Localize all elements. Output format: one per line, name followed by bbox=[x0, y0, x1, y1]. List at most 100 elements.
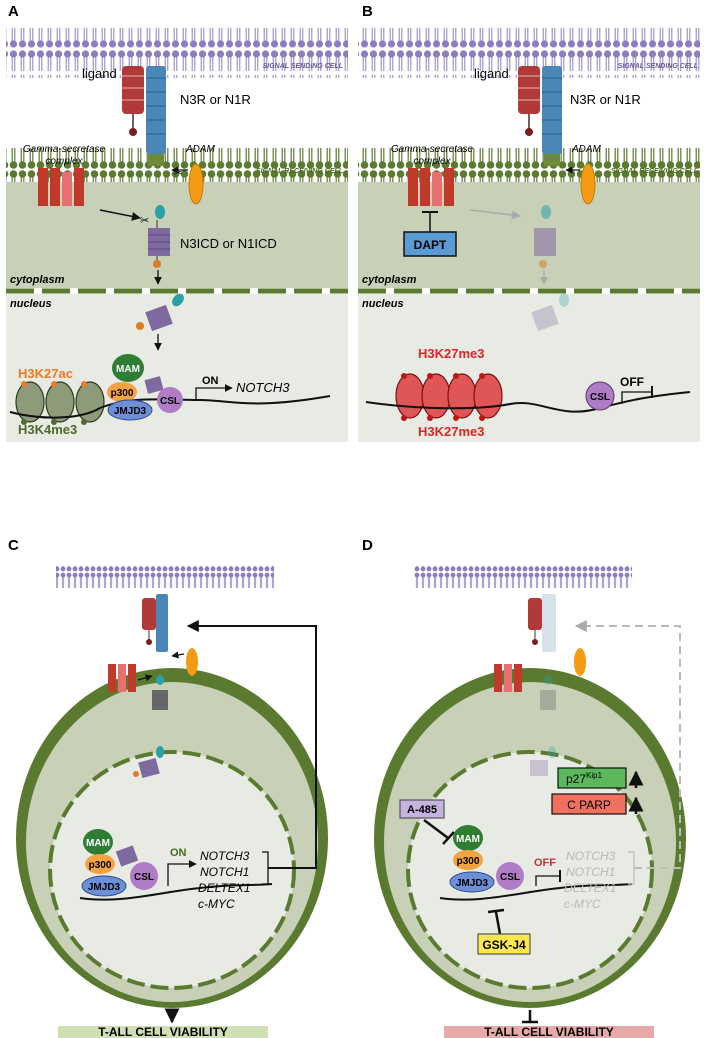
dapt-box bbox=[403, 231, 457, 257]
feedback-arrow-faded-d bbox=[574, 620, 681, 869]
off-line bbox=[621, 391, 652, 404]
icd-icon-faded bbox=[534, 205, 556, 268]
p300-icon bbox=[107, 382, 137, 402]
on-label-c: ON bbox=[170, 847, 187, 859]
cparp-box bbox=[551, 793, 627, 815]
on-arrow-c bbox=[167, 860, 197, 886]
receptor-label: N3R or N1R bbox=[180, 92, 251, 107]
icd-nuclear-icon-c bbox=[133, 746, 164, 779]
csl-icon bbox=[157, 387, 183, 413]
target-gene-d-0: NOTCH3 bbox=[566, 849, 616, 863]
ligand-icon bbox=[122, 66, 144, 136]
receiving-cell-label: SIGNAL RECEIVING CELL bbox=[256, 168, 343, 175]
p27-label: p27Kip1 bbox=[566, 771, 603, 786]
adam-label: ADAM bbox=[185, 144, 216, 155]
csl-icon-b bbox=[585, 381, 615, 411]
adam-icon-b bbox=[580, 163, 596, 205]
target-gene-d-1: NOTCH1 bbox=[566, 865, 615, 879]
target-gene-c-1: NOTCH1 bbox=[200, 865, 249, 879]
h3k27me3-label-bottom: H3K27me3 bbox=[418, 424, 485, 439]
icd-label: N3ICD or N1ICD bbox=[180, 236, 277, 251]
adam-icon-d bbox=[574, 648, 586, 676]
off-line-d bbox=[535, 875, 560, 886]
ligand-icon-d bbox=[528, 598, 542, 645]
icd-icon-c bbox=[152, 675, 168, 710]
mam-icon bbox=[112, 354, 144, 382]
nucleus-label: nucleus bbox=[10, 298, 52, 310]
csl-label: CSL bbox=[160, 396, 180, 407]
a485-inhibit-line bbox=[423, 819, 449, 839]
sending-membrane bbox=[6, 28, 348, 78]
feedback-arrow-c bbox=[186, 620, 317, 869]
on-label: ON bbox=[202, 375, 219, 387]
gamma-label-1: Gamma-secretase bbox=[23, 144, 106, 155]
gamma-secretase-icon bbox=[38, 168, 84, 206]
panel-b: B SIGNAL SENDING CELL SIGNAL RECEIVING C… bbox=[358, 3, 700, 442]
gskj4-inhibit-bar bbox=[487, 908, 505, 914]
sending-membrane-d bbox=[414, 566, 632, 588]
icd-icon-faded-d bbox=[540, 675, 556, 710]
p27-main-text: p27 bbox=[566, 772, 586, 786]
icd-nuclear-icon bbox=[136, 293, 184, 332]
gamma-label-2: complex bbox=[45, 156, 83, 167]
csl-label-d: CSL bbox=[500, 872, 520, 883]
gamma-label-1-b: Gamma-secretase bbox=[391, 144, 474, 155]
a485-inhibit-bar bbox=[442, 831, 455, 845]
receptor-icon-b bbox=[542, 66, 562, 166]
viability-box-c bbox=[58, 1026, 268, 1038]
p300-label-d: p300 bbox=[457, 856, 480, 867]
viability-box-d bbox=[444, 1026, 654, 1038]
panel-b-letter: B bbox=[362, 3, 373, 20]
viability-label-c: T-ALL CELL VIABILITY bbox=[98, 1025, 228, 1038]
adam-arrow-c bbox=[171, 651, 185, 659]
gamma-label-2-b: complex bbox=[413, 156, 451, 167]
h3k27ac-label: H3K27ac bbox=[18, 366, 73, 381]
jmjd3-label: JMJD3 bbox=[114, 406, 147, 417]
viability-label-d: T-ALL CELL VIABILITY bbox=[484, 1025, 614, 1038]
adam-icon bbox=[188, 163, 204, 205]
a485-label: A-485 bbox=[407, 804, 437, 816]
gskj4-inhibit-line bbox=[494, 911, 502, 935]
receiving-cell-label-b: SIGNAL RECEIVING CELL bbox=[611, 168, 698, 175]
p300-label: p300 bbox=[111, 388, 134, 399]
dna-strand-d bbox=[439, 883, 633, 901]
target-gene-d-2: DELTEX1 bbox=[564, 881, 616, 895]
mam-icon-c bbox=[83, 829, 113, 855]
csl-label-b: CSL bbox=[590, 392, 610, 403]
jmjd3-icon-c bbox=[81, 875, 127, 897]
jmjd3-icon-d bbox=[449, 871, 495, 893]
nucleus-label-b: nucleus bbox=[362, 298, 404, 310]
target-gene-c-3: c-MYC bbox=[198, 897, 235, 911]
p27-box bbox=[557, 767, 627, 789]
receptor-icon bbox=[146, 66, 166, 166]
dna-strand bbox=[9, 395, 331, 419]
h3k4me3-label: H3K4me3 bbox=[18, 422, 77, 437]
icd-complex-icon-c bbox=[115, 845, 139, 867]
gamma-secretase-icon-d bbox=[494, 664, 522, 692]
panel-a-letter: A bbox=[8, 3, 19, 20]
mam-label-c: MAM bbox=[86, 838, 110, 849]
dna-strand-c bbox=[79, 883, 273, 901]
panel-a: A SIGNAL SENDING CELL SIGNAL RECEIVING C… bbox=[6, 3, 348, 442]
mam-label: MAM bbox=[116, 364, 140, 375]
adam-icon-c bbox=[186, 648, 198, 676]
panel-d-letter: D bbox=[362, 537, 373, 554]
ligand-label: ligand bbox=[82, 66, 117, 81]
icd-nuclear-faded bbox=[531, 293, 569, 332]
nucleus-region-b bbox=[358, 294, 700, 442]
panel-d: D p27Kip1 C PARP A- bbox=[362, 537, 686, 1038]
gamma-arrow-c bbox=[137, 674, 153, 682]
cytoplasm-label: cytoplasm bbox=[10, 274, 65, 286]
p27-superscript: Kip1 bbox=[586, 771, 603, 780]
mam-icon-d bbox=[453, 825, 483, 851]
a485-box bbox=[399, 799, 445, 819]
scissors-icon-2: ✂ bbox=[140, 215, 149, 227]
dna-strand-b bbox=[365, 391, 691, 413]
jmjd3-icon bbox=[107, 399, 153, 421]
sending-cell-label-b: SIGNAL SENDING CELL bbox=[618, 63, 698, 70]
csl-label-c: CSL bbox=[134, 872, 154, 883]
p300-icon-c bbox=[85, 854, 115, 874]
icd-nuclear-faded-d bbox=[530, 746, 556, 776]
panel-c: C MAM p300 JM bbox=[8, 537, 328, 1038]
csl-icon-c bbox=[130, 862, 158, 890]
